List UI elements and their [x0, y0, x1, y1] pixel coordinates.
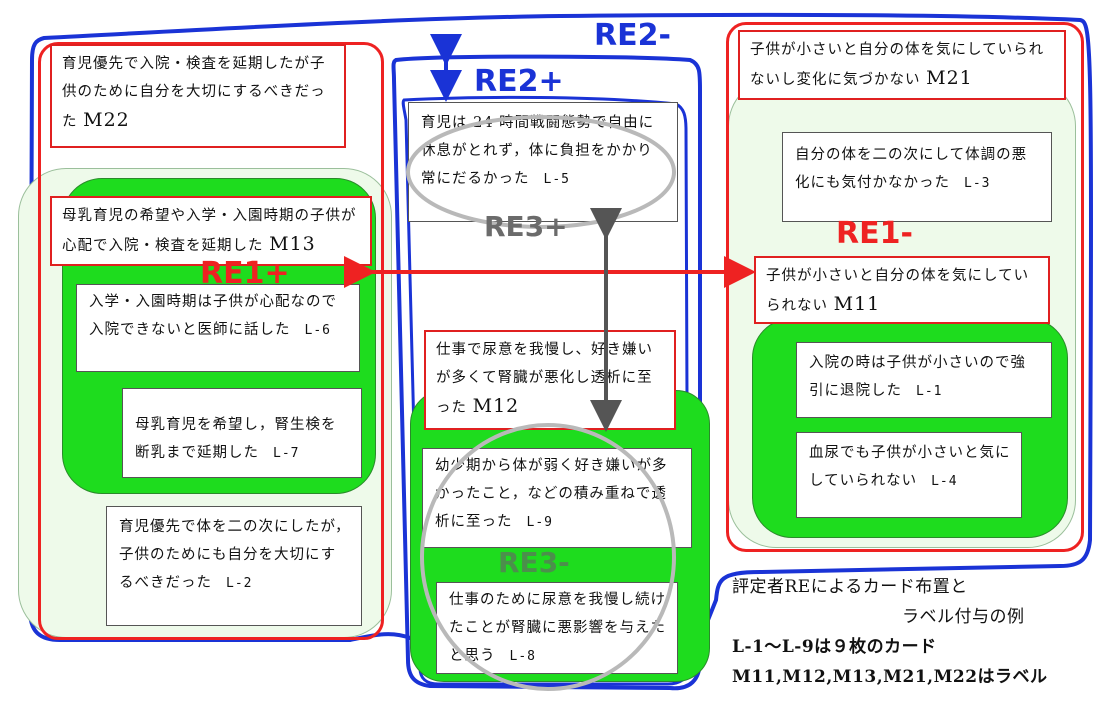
card-l3-code: L-3: [964, 176, 991, 191]
tag-re1-plus: RE1+: [200, 256, 290, 291]
card-l2-code: L-2: [226, 576, 253, 591]
label-m13-text: 母乳育児の希望や入学・入園時期の子供が心配で入院・検査を延期した: [62, 208, 357, 254]
card-l6-text: 入学・入園時期は子供が心配なので入院できないと医師に話した: [89, 294, 337, 338]
tag-re1-minus: RE1-: [836, 216, 913, 251]
legend-note: 評定者REによるカード布置と ラベル付与の例 L-1～L-9は９枚のカード M1…: [732, 572, 1092, 692]
card-l6-code: L-6: [304, 323, 331, 338]
note-line4: M11,M12,M13,M21,M22はラベル: [732, 667, 1048, 687]
label-m22-code: M22: [83, 109, 130, 131]
label-m11-text: 子供が小さいと自分の体を気にしていられない: [766, 268, 1030, 314]
card-l7-text: 母乳育児を希望し，腎生検を断乳まで延期した: [135, 417, 337, 461]
label-m22: 育児優先で入院・検査を延期したが子供のために自分を大切にするべきだった M22: [50, 44, 346, 148]
card-l8-text: 仕事のために尿意を我慢し続けたことが腎臓に悪影響を与えたと思う: [449, 592, 666, 664]
card-l9-code: L-9: [526, 515, 553, 530]
label-m13-code: M13: [269, 233, 316, 255]
card-l4-text: 血尿でも子供が小さいと気にしていられない: [809, 445, 1011, 489]
label-m21-code: M21: [926, 67, 973, 89]
card-l4-code: L-4: [931, 474, 958, 489]
card-l3-text: 自分の体を二の次にして体調の悪化にも気付かなかった: [795, 147, 1028, 191]
label-m12-code: M12: [472, 395, 520, 417]
label-m12: 仕事で尿意を我慢し、好き嫌いが多くて腎臓が悪化し透析に至った M12: [424, 330, 676, 430]
tag-re2-plus: RE2+: [474, 64, 564, 99]
card-l1-code: L-1: [916, 384, 943, 399]
card-l8-code: L-8: [509, 649, 536, 664]
note-line1: 評定者REによるカード布置と: [732, 577, 968, 597]
label-m21-text: 子供が小さいと自分の体を気にしていられないし変化に気づかない: [750, 42, 1045, 88]
label-m13: 母乳育児の希望や入学・入園時期の子供が心配で入院・検査を延期した M13: [50, 196, 372, 266]
label-m22-text: 育児優先で入院・検査を延期したが子供のために自分を大切にするべきだった: [62, 56, 326, 130]
label-m21: 子供が小さいと自分の体を気にしていられないし変化に気づかない M21: [738, 30, 1066, 100]
card-l9-text: 幼少期から体が弱く好き嫌いが多かったこと，などの積み重ねで透析に至った: [435, 458, 668, 530]
re1-plus-frame: [38, 42, 384, 640]
tag-re3-plus: RE3+: [484, 210, 568, 243]
tag-re3-minus: RE3-: [498, 546, 570, 579]
re3-plus-ellipse: [406, 115, 676, 229]
card-l7-code: L-7: [273, 446, 300, 461]
tag-re2-minus: RE2-: [594, 18, 671, 53]
note-line3: L-1～L-9は９枚のカード: [732, 637, 937, 657]
note-line2: ラベル付与の例: [902, 607, 1025, 627]
label-m11: 子供が小さいと自分の体を気にしていられない M11: [754, 256, 1050, 324]
card-l5-code: L-5: [543, 172, 570, 187]
card-l5-text: 育児は 24 時間戦闘態勢で自由に休息がとれず，体に負担をかかり常にだるかった: [421, 115, 655, 187]
re3-minus-ellipse: [420, 423, 676, 691]
card-l1-text: 入院の時は子供が小さいので強引に退院した: [809, 355, 1026, 399]
label-m11-code: M11: [833, 293, 881, 315]
card-l2-text: 育児優先で体を二の次にしたが，子供のためにも自分を大切にするべきだった: [119, 519, 351, 591]
